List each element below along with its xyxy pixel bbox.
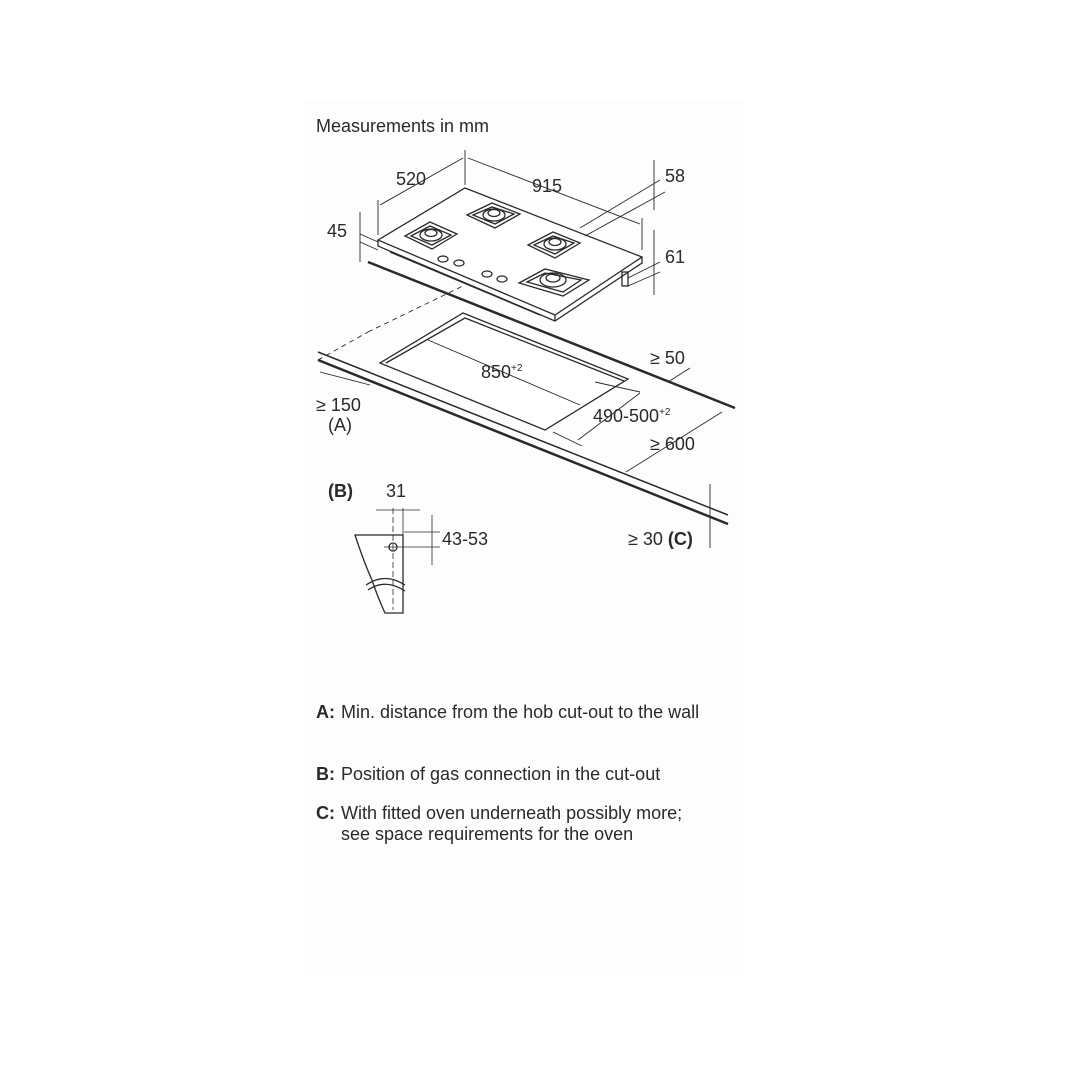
dim-rear-offset-top: 58 — [665, 166, 686, 186]
dim-cutout-depth: 490-500+2 — [593, 406, 671, 426]
dim-hob-depth: 520 — [396, 169, 427, 189]
dim-hob-height: 45 — [327, 221, 348, 241]
measurements-title: Measurements in mm — [316, 116, 490, 136]
dim-rear-offset-bottom: 61 — [665, 247, 686, 267]
legend-item-b: B:Position of gas connection in the cut-… — [316, 764, 661, 784]
burner-front-right — [517, 268, 591, 297]
burner-rear-right — [526, 231, 582, 259]
legend-item-c: C:With fitted oven underneath possibly m… — [316, 803, 683, 844]
dim-min-worktop-depth: ≥ 600 — [650, 434, 695, 454]
dim-cutout-width: 850+2 — [481, 362, 523, 382]
dim-min-wall: ≥ 150 — [316, 395, 361, 415]
dimension-lines — [359, 150, 666, 295]
legend-item-a: A:Min. distance from the hob cut-out to … — [316, 702, 700, 722]
dim-gas-offset: 31 — [386, 481, 407, 501]
worktop-drawing — [317, 260, 736, 548]
dim-min-worktop-thickness: ≥ 30 (C) — [628, 529, 693, 549]
hob-drawing — [376, 187, 644, 322]
dim-gas-height: 43-53 — [442, 529, 489, 549]
ref-b: (B) — [328, 481, 353, 501]
control-knobs — [437, 255, 508, 283]
gas-connection-detail — [354, 508, 440, 614]
burner-front-left — [403, 221, 459, 250]
dim-hob-width: 915 — [532, 176, 563, 196]
ref-a: (A) — [328, 415, 352, 435]
dim-min-back: ≥ 50 — [650, 348, 685, 368]
burner-rear-left — [465, 202, 522, 229]
